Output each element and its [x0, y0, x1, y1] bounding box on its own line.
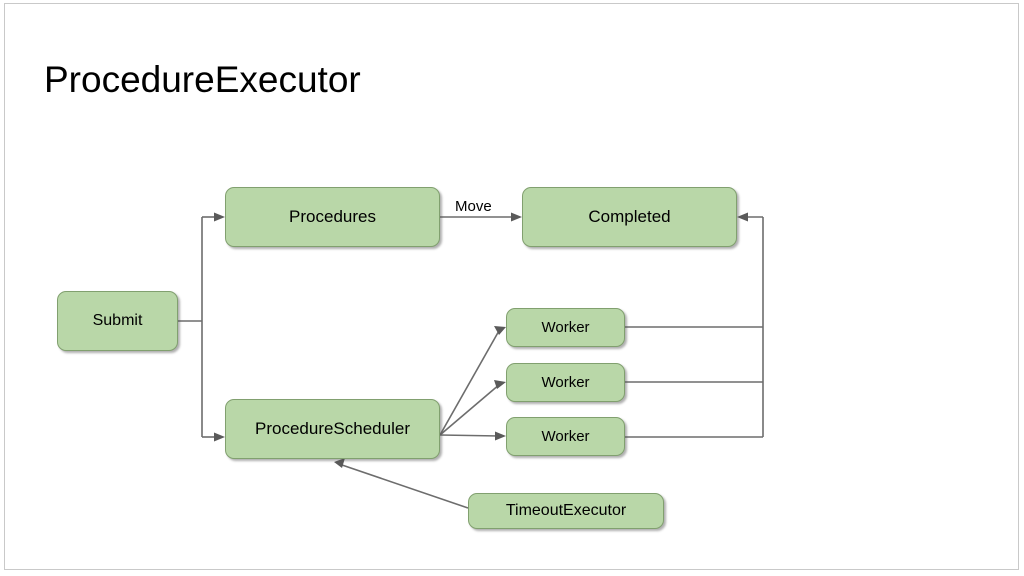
page-title: ProcedureExecutor: [44, 59, 361, 100]
arrowhead-to-worker1: [494, 326, 506, 335]
arrowhead-to-scheduler: [214, 432, 225, 442]
node-worker-3-label: Worker: [541, 428, 590, 445]
node-timeout-executor-label: TimeoutExecutor: [505, 502, 627, 519]
node-submit-label: Submit: [92, 312, 143, 329]
edge-label-move: Move: [455, 198, 492, 215]
edge-scheduler-to-worker1: [439, 328, 501, 436]
node-procedures[interactable]: Procedures: [225, 187, 440, 247]
edge-scheduler-to-worker3: [439, 434, 501, 437]
node-submit[interactable]: Submit: [57, 291, 178, 351]
arrowhead-to-completed: [511, 212, 522, 222]
arrowhead-to-worker2: [494, 380, 506, 389]
node-procedures-label: Procedures: [289, 207, 376, 226]
node-worker-1-label: Worker: [541, 319, 590, 336]
arrowhead-to-worker3: [495, 431, 506, 441]
node-completed[interactable]: Completed: [522, 187, 737, 247]
node-completed-label: Completed: [588, 207, 671, 226]
node-worker-2[interactable]: Worker: [506, 363, 625, 402]
node-procedure-scheduler[interactable]: ProcedureScheduler: [225, 399, 440, 459]
arrowhead-to-procedures: [214, 212, 225, 222]
arrowhead-to-scheduler-bottom: [334, 458, 345, 468]
edge-scheduler-to-worker2: [439, 383, 501, 436]
node-worker-2-label: Worker: [541, 374, 590, 391]
node-worker-3[interactable]: Worker: [506, 417, 625, 456]
node-worker-1[interactable]: Worker: [506, 308, 625, 347]
node-procedure-scheduler-label: ProcedureScheduler: [255, 419, 410, 438]
arrowhead-completed-return: [737, 212, 748, 222]
edge-timeout-to-scheduler: [341, 464, 469, 509]
node-timeout-executor[interactable]: TimeoutExecutor: [468, 493, 664, 529]
